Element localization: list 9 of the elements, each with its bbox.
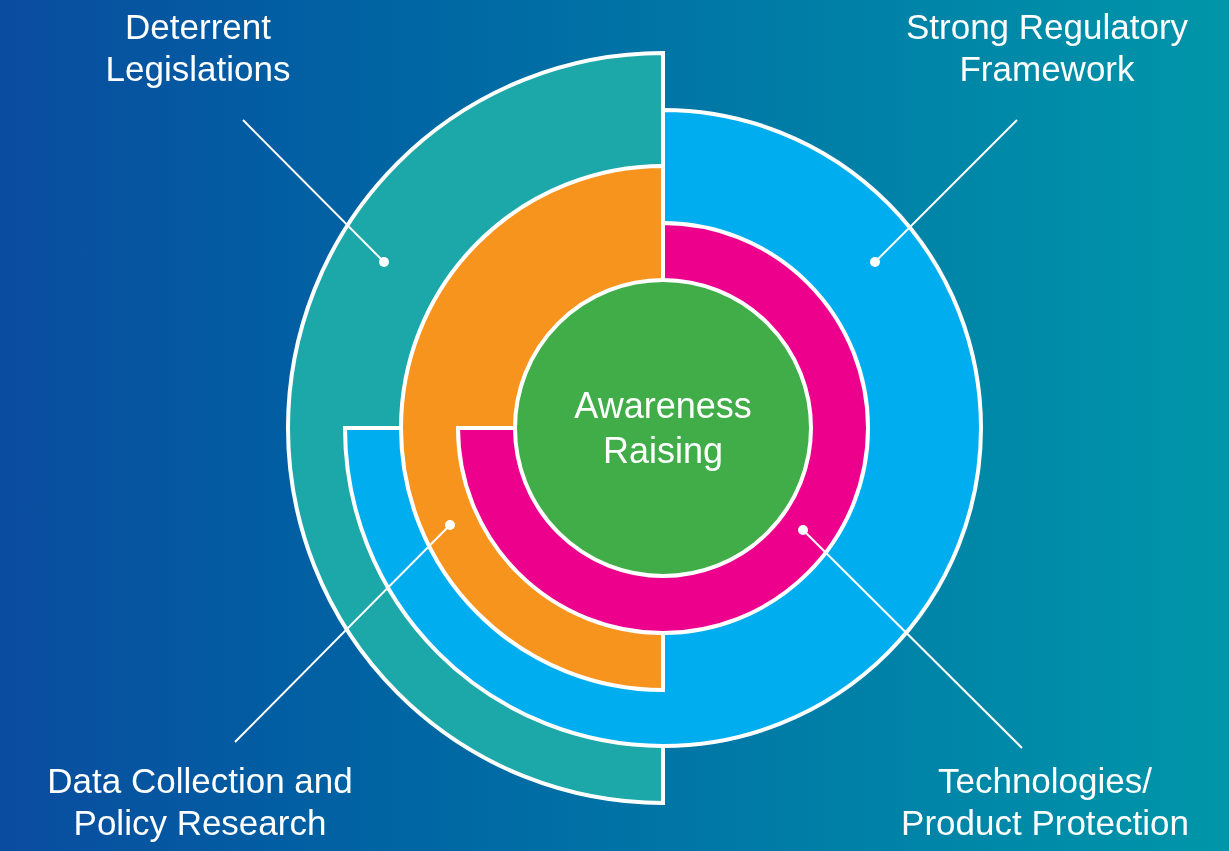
leader-line [234, 520, 455, 743]
leader-line [242, 119, 389, 267]
category-label: Data Collection and Policy Research [5, 760, 395, 844]
leader-line [798, 525, 1023, 749]
category-label: Technologies/ Product Protection [880, 760, 1210, 844]
leader-line [870, 119, 1018, 267]
category-label: Deterrent Legislations [68, 6, 328, 90]
center-label: Awareness Raising [573, 384, 753, 473]
category-label: Strong Regulatory Framework [862, 6, 1229, 90]
